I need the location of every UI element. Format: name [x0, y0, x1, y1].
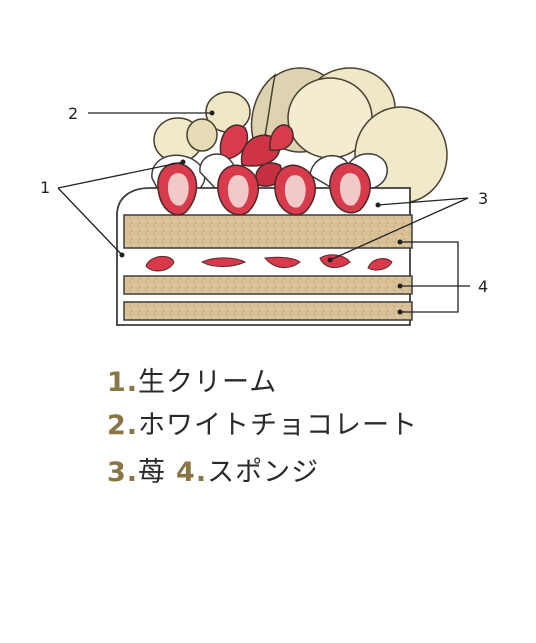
legend-item-cream: 1.生クリーム [107, 360, 277, 399]
callout-dots [119, 110, 403, 315]
legend-number: 3. [107, 457, 139, 488]
legend-number: 2. [107, 410, 139, 441]
legend-number: 4. [176, 457, 208, 488]
callout-number-1: 1 [40, 178, 50, 197]
legend-label-strawberry: 苺 [138, 457, 167, 488]
callout-number-3: 3 [478, 189, 488, 208]
top-strawberries [219, 124, 294, 187]
cake-body [116, 187, 413, 326]
callout-lines [57, 112, 470, 313]
strawberry [329, 162, 371, 214]
callout-number-4: 4 [478, 277, 488, 296]
strawberry [217, 164, 259, 216]
legend-number: 1. [107, 367, 139, 398]
legend-item-white-chocolate: 2.ホワイトチョコレート [107, 403, 418, 442]
sponge-layer-bottom [123, 301, 413, 321]
sponge-layer-middle [123, 275, 413, 295]
legend-label: 生クリーム [138, 367, 278, 398]
filling-strawberry-slices [145, 254, 393, 272]
legend-row-strawberry-sponge: 3.苺 4.スポンジ [107, 450, 319, 489]
sponge-layer-top [123, 214, 413, 249]
callout-number-2: 2 [68, 104, 78, 123]
legend-label: ホワイトチョコレート [138, 410, 419, 441]
strawberry [274, 164, 316, 216]
front-strawberries [157, 162, 371, 216]
strawberry [157, 162, 198, 216]
legend-label-sponge: スポンジ [207, 457, 320, 488]
